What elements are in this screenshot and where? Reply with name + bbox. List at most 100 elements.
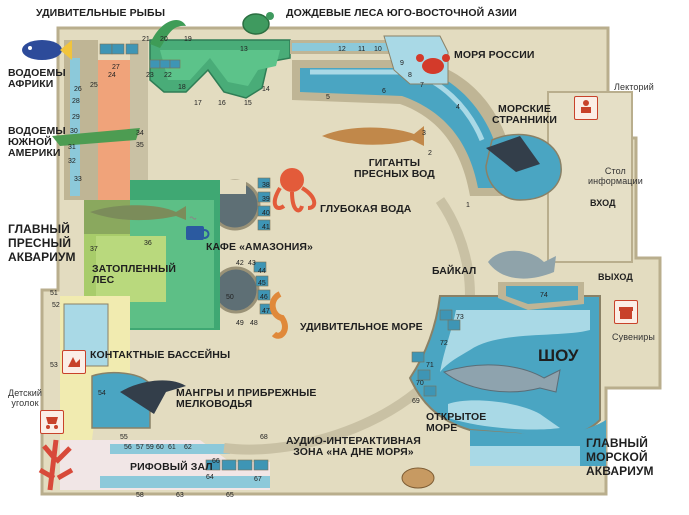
label-amazing-sea: УДИВИТЕЛЬНОЕ МОРЕ bbox=[300, 321, 423, 333]
tank-number: 38 bbox=[262, 182, 270, 189]
left-wall-tanks bbox=[64, 40, 98, 200]
pike-illustration bbox=[90, 205, 186, 221]
octopus-illustration bbox=[272, 168, 317, 213]
left-grey-strip bbox=[130, 40, 148, 200]
label-amazing-fish: УДИВИТЕЛЬНЫЕ РЫБЫ bbox=[36, 7, 166, 19]
flooded-inner bbox=[96, 236, 166, 302]
tank-number: 24 bbox=[108, 72, 116, 79]
coral-illustration bbox=[38, 439, 74, 491]
tank-number: 18 bbox=[178, 84, 186, 91]
tank-number: 62 bbox=[184, 444, 192, 451]
tank-number: 40 bbox=[262, 210, 270, 217]
tank-number: 54 bbox=[98, 390, 106, 397]
label-freshwater-giants: ГИГАНТЫ ПРЕСНЫХ ВОД bbox=[354, 157, 435, 180]
label-contact-pools: КОНТАКТНЫЕ БАССЕЙНЫ bbox=[90, 349, 231, 361]
tank-number: 67 bbox=[254, 476, 262, 483]
tank-number: 17 bbox=[194, 100, 202, 107]
label-kids-corner: Детский уголок bbox=[8, 388, 43, 408]
rainforest-inner bbox=[160, 50, 280, 86]
label-main-marine: ГЛАВНЫЙ МОРСКОЙ АКВАРИУМ bbox=[586, 436, 654, 478]
tank-number: 66 bbox=[212, 458, 220, 465]
tank-number: 63 bbox=[176, 492, 184, 499]
tank-number: 59 bbox=[146, 444, 154, 451]
tank-number: 64 bbox=[206, 474, 214, 481]
exhibit-tanks bbox=[99, 43, 461, 471]
label-sea-wanderers: МОРСКИЕ СТРАННИКИ bbox=[492, 103, 557, 126]
label-souvenirs: Сувениры bbox=[612, 332, 655, 342]
label-entrance: ВХОД bbox=[590, 198, 616, 208]
tank-number: 8 bbox=[408, 72, 412, 79]
tank-number: 72 bbox=[440, 340, 448, 347]
tank-number: 7 bbox=[420, 82, 424, 89]
tank-number: 25 bbox=[90, 82, 98, 89]
label-africa: ВОДОЕМЫ АФРИКИ bbox=[8, 67, 66, 90]
label-lecture-hall: Лекторий bbox=[614, 82, 654, 92]
deep-water-cutout bbox=[216, 180, 246, 194]
tank-number: 12 bbox=[338, 46, 346, 53]
ray-illustration bbox=[120, 380, 186, 414]
tank-number: 41 bbox=[262, 224, 270, 231]
tank-number: 34 bbox=[136, 130, 144, 137]
reef-tank-row-top bbox=[110, 444, 230, 454]
kids-corner-sign bbox=[40, 410, 64, 434]
tank-number: 52 bbox=[52, 302, 60, 309]
stroller-icon bbox=[46, 417, 58, 429]
tank-number: 65 bbox=[226, 492, 234, 499]
label-mangroves: МАНГРЫ И ПРИБРЕЖНЫЕ МЕЛКОВОДЬЯ bbox=[176, 387, 317, 410]
tank-number: 14 bbox=[262, 86, 270, 93]
seahorse-illustration bbox=[269, 291, 288, 339]
fish-blue-illustration bbox=[22, 40, 72, 60]
entrance-annex bbox=[547, 91, 633, 263]
crab-illustration bbox=[416, 54, 450, 74]
gift-icon bbox=[619, 307, 633, 319]
tank-number: 31 bbox=[68, 144, 76, 151]
label-main-freshwater: ГЛАВНЫЙ ПРЕСНЫЙ АКВАРИУМ bbox=[8, 222, 76, 264]
tank-number: 50 bbox=[226, 294, 234, 301]
tank-number: 61 bbox=[168, 444, 176, 451]
tank-number: 36 bbox=[144, 240, 152, 247]
lecture-hall-sign bbox=[574, 96, 598, 120]
tank-number: 37 bbox=[90, 246, 98, 253]
tank-number: 28 bbox=[72, 98, 80, 105]
label-baikal: БАЙКАЛ bbox=[432, 265, 477, 277]
tank-number: 68 bbox=[260, 434, 268, 441]
label-reef-hall: РИФОВЫЙ ЗАЛ bbox=[130, 461, 213, 473]
tank-number: 3 bbox=[422, 130, 426, 137]
souvenir-sign bbox=[614, 300, 638, 324]
seal-illustration bbox=[488, 250, 556, 279]
tank-number: 48 bbox=[250, 320, 258, 327]
tank-number: 42 bbox=[236, 260, 244, 267]
tank-number: 4 bbox=[456, 104, 460, 111]
shell-illustration bbox=[401, 467, 435, 489]
tank-number: 1 bbox=[466, 202, 470, 209]
tank-number: 56 bbox=[124, 444, 132, 451]
manta-illustration bbox=[486, 136, 540, 172]
tank-number: 21 bbox=[142, 36, 150, 43]
shark-illustration bbox=[442, 364, 561, 393]
tank-number: 32 bbox=[68, 158, 76, 165]
tank-number: 53 bbox=[50, 362, 58, 369]
baikal-water bbox=[506, 286, 578, 304]
tank-number: 60 bbox=[156, 444, 164, 451]
tank-number: 30 bbox=[70, 128, 78, 135]
tank-number: 29 bbox=[72, 114, 80, 121]
tank-number: 11 bbox=[358, 46, 366, 53]
tank-number: 13 bbox=[240, 46, 248, 53]
tank-number: 69 bbox=[412, 398, 420, 405]
label-info-desk: Стол информации bbox=[588, 166, 643, 186]
curved-tank-water bbox=[300, 68, 498, 188]
tank-number: 26 bbox=[74, 86, 82, 93]
tank-number: 49 bbox=[236, 320, 244, 327]
label-rainforest: ДОЖДЕВЫЕ ЛЕСА ЮГО-ВОСТОЧНОЙ АЗИИ bbox=[286, 7, 517, 19]
label-audio-zone: АУДИО-ИНТЕРАКТИВНАЯ ЗОНА «НА ДНЕ МОРЯ» bbox=[286, 435, 421, 458]
label-flooded-forest: ЗАТОПЛЕННЫЙ ЛЕС bbox=[92, 263, 176, 286]
tank-number: 2 bbox=[428, 150, 432, 157]
tank-number: 55 bbox=[120, 434, 128, 441]
tank-number: 22 bbox=[164, 72, 172, 79]
label-russian-seas: МОРЯ РОССИИ bbox=[454, 49, 535, 61]
label-south-america: ВОДОЕМЫ ЮЖНОЙ АМЕРИКИ bbox=[8, 125, 66, 159]
label-open-sea: ОТКРЫТОЕ МОРЕ bbox=[426, 411, 487, 434]
left-tank-strip bbox=[70, 58, 80, 196]
tank-number: 20 bbox=[160, 36, 168, 43]
